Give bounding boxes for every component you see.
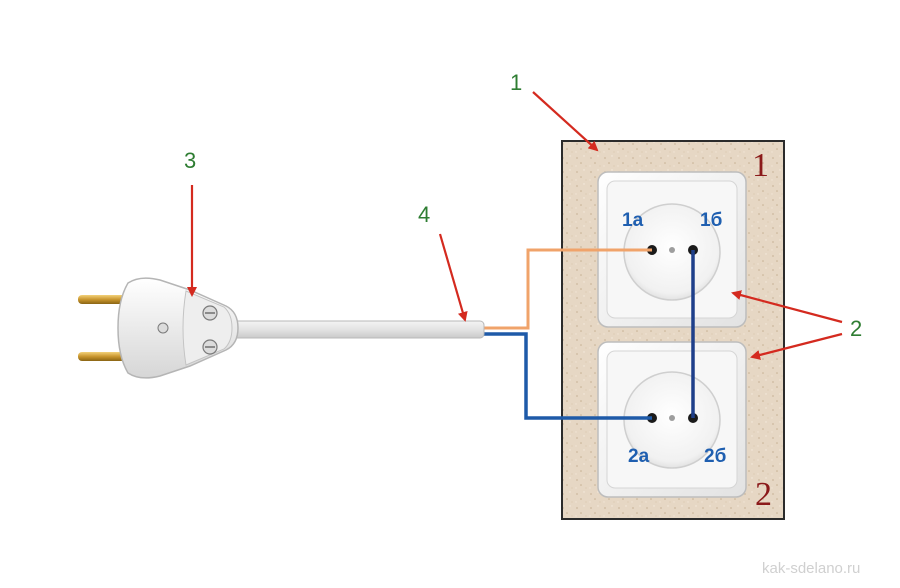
- socket2-center-screw: [669, 415, 675, 421]
- callout-arrows: [187, 91, 843, 360]
- callout-plug-label: 3: [184, 148, 196, 173]
- phase-wire: [482, 248, 652, 330]
- panel-number-bottom: 2: [755, 476, 772, 513]
- power-cable: [229, 320, 485, 339]
- panel-number-top: 1: [752, 147, 769, 184]
- socket-top: [597, 171, 747, 328]
- arrow-frame: [532, 91, 599, 152]
- arrow-socket-top: [731, 290, 843, 324]
- contact-label-1a: 1а: [622, 210, 644, 231]
- callout-frame-label: 1: [510, 70, 522, 95]
- plug: [78, 277, 239, 379]
- wires: [482, 248, 695, 420]
- plug-screw-left: [157, 322, 169, 334]
- socket-bottom: [597, 341, 747, 498]
- arrow-socket-bottom: [750, 332, 843, 360]
- contact-label-2b: 2б: [704, 446, 726, 467]
- arrow-cable: [438, 233, 468, 322]
- watermark: kak-sdelano.ru: [762, 560, 860, 577]
- neutral-wire: [482, 332, 652, 420]
- contact-label-2a: 2а: [628, 446, 650, 467]
- contact-label-1b: 1б: [700, 210, 722, 231]
- callout-sockets-label: 2: [850, 316, 862, 341]
- socket1-center-screw: [669, 247, 675, 253]
- callout-cable-label: 4: [418, 202, 430, 227]
